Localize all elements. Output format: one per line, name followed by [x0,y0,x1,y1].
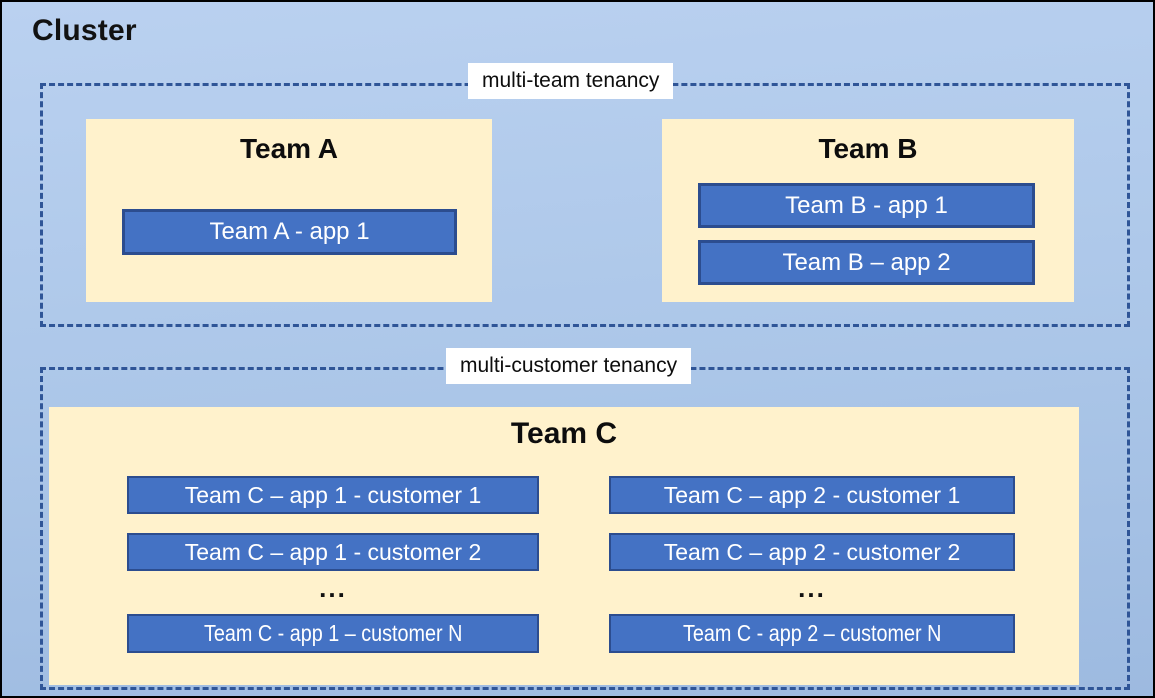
team-c-app1-column: Team C – app 1 - customer 1 Team C – app… [127,407,539,685]
team-a-app1-box: Team A - app 1 [122,209,457,255]
team-c-app2-customer2-box: Team C – app 2 - customer 2 [609,533,1015,571]
team-c-app2-ellipsis: ... [798,573,826,603]
team-b-app1-box: Team B - app 1 [698,183,1035,228]
team-c-title: Team C [510,417,618,450]
team-c-app2-column: Team C – app 2 - customer 1 Team C – app… [609,407,1015,685]
multi-team-tenancy-label: multi-team tenancy [468,63,674,99]
team-b-app2-box: Team B – app 2 [698,240,1035,285]
team-c-app1-customer1-box: Team C – app 1 - customer 1 [127,476,539,514]
team-c-app2-customerN-label: Team C - app 2 – customer N [682,620,942,646]
team-c-app1-customer2-box: Team C – app 1 - customer 2 [127,533,539,571]
team-b-panel: Team B Team B - app 1 Team B – app 2 [662,119,1074,302]
team-b-title: Team B [818,133,918,164]
team-c-panel: Team C Team C – app 1 - customer 1 Team … [49,407,1079,685]
team-c-app2-customerN-box: Team C - app 2 – customer N [609,614,1015,653]
cluster-title: Cluster [32,14,137,47]
team-c-app1-ellipsis: ... [319,573,347,603]
team-a-panel: Team A Team A - app 1 [86,119,492,302]
team-c-app2-customer1-box: Team C – app 2 - customer 1 [609,476,1015,514]
team-c-app1-customerN-box: Team C - app 1 – customer N [127,614,539,653]
team-c-app1-customerN-label: Team C - app 1 – customer N [203,620,463,646]
team-a-title: Team A [239,133,339,164]
multi-customer-tenancy-label: multi-customer tenancy [446,348,692,384]
